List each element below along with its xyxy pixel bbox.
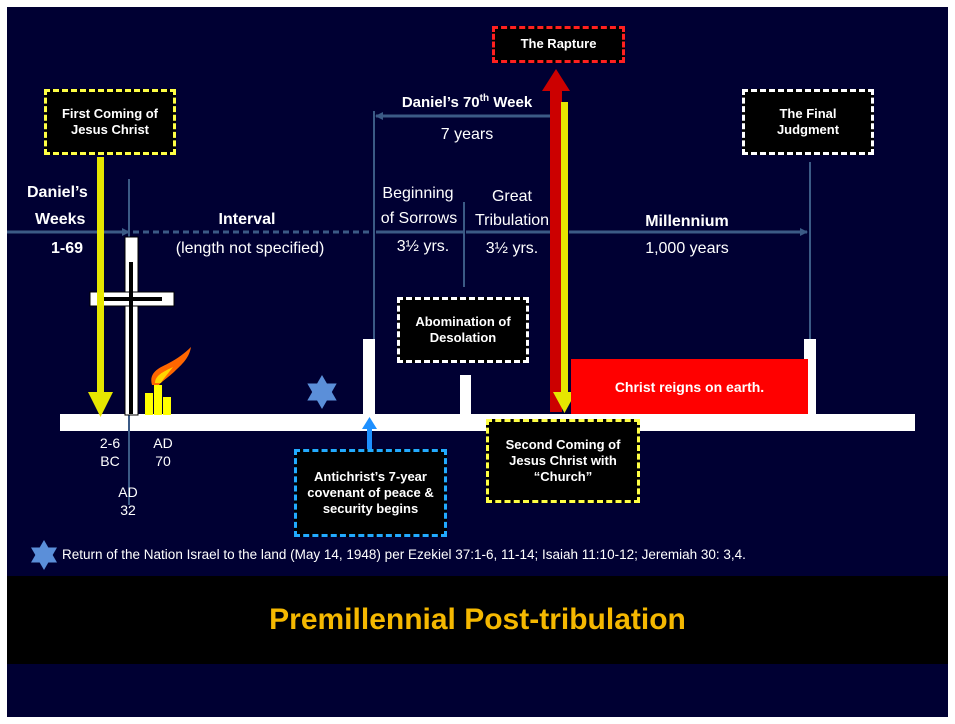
- beginning-label: Beginning: [382, 185, 454, 202]
- ad32-ad-label: AD: [118, 484, 138, 500]
- timeline-diagram: [7, 69, 915, 570]
- footnote-text: Return of the Nation Israel to the land …: [62, 547, 746, 562]
- great-label: Great: [491, 188, 532, 205]
- interval-label: Interval: [218, 211, 276, 228]
- final-judgment-box: The Final Judgment: [742, 89, 874, 155]
- page-title: Premillennial Post-tribulation: [269, 603, 686, 636]
- star-of-david-icon: [307, 375, 337, 409]
- rapture-arrow: [542, 69, 570, 412]
- tribulation-years-label: 3½ yrs.: [485, 240, 539, 257]
- of-sorrows-label: of Sorrows: [380, 210, 458, 227]
- footnote-star-icon: [31, 540, 57, 570]
- first-coming-box: First Coming of Jesus Christ: [44, 89, 176, 155]
- christ-reigns-label: Christ reigns on earth.: [614, 378, 765, 395]
- abomination-box: Abomination of Desolation: [397, 297, 529, 363]
- seven-years-label: 7 years: [440, 126, 494, 143]
- millennium-label: Millennium: [645, 213, 729, 230]
- weeks-range-label: 1-69: [51, 240, 84, 257]
- title-bar: Premillennial Post-tribulation: [7, 576, 948, 664]
- second-coming-box: Second Coming of Jesus Christ with “Chur…: [486, 419, 640, 503]
- cross-icon: [89, 236, 175, 416]
- first-coming-arrow: [88, 157, 113, 417]
- post-abomination: [460, 375, 471, 415]
- daniels-label: Daniel’s: [27, 184, 88, 201]
- sorrows-years-label: 3½ yrs.: [396, 238, 450, 255]
- first-coming-text: First Coming of Jesus Christ: [61, 105, 159, 137]
- weeks-label: Weeks: [35, 211, 86, 228]
- antichrist-covenant-text: Antichrist’s 7-year covenant of peace & …: [307, 468, 434, 517]
- interval-note-label: (length not specified): [175, 240, 325, 257]
- abomination-text: Abomination of Desolation: [415, 313, 511, 345]
- antichrist-covenant-box: Antichrist’s 7-year covenant of peace & …: [294, 449, 447, 537]
- post-covenant: [363, 339, 375, 415]
- bc-range-label: 2-6: [99, 435, 121, 451]
- seventieth-week-label: Daniel’s 70th Week: [401, 93, 533, 111]
- second-coming-arrow: [553, 102, 576, 413]
- th-superscript: th: [479, 93, 490, 104]
- rapture-box: The Rapture: [492, 26, 625, 63]
- temple-flame-icon: [145, 347, 191, 415]
- ad32-year-label: 32: [120, 502, 136, 518]
- final-judgment-text: The Final Judgment: [776, 105, 840, 137]
- bc-label: BC: [100, 453, 120, 469]
- christ-reigns-bar: Christ reigns on earth.: [571, 359, 808, 414]
- tribulation-label: Tribulation: [474, 212, 550, 229]
- ad70-ad-label: AD: [153, 435, 173, 451]
- antichrist-covenant-arrow: [362, 417, 377, 451]
- second-coming-text: Second Coming of Jesus Christ with “Chur…: [505, 436, 621, 485]
- rapture-text: The Rapture: [520, 36, 597, 52]
- millennium-years-label: 1,000 years: [645, 240, 729, 257]
- slide: Christ reigns on earth. The Rapture Firs…: [7, 7, 948, 717]
- ad70-year-label: 70: [155, 453, 171, 469]
